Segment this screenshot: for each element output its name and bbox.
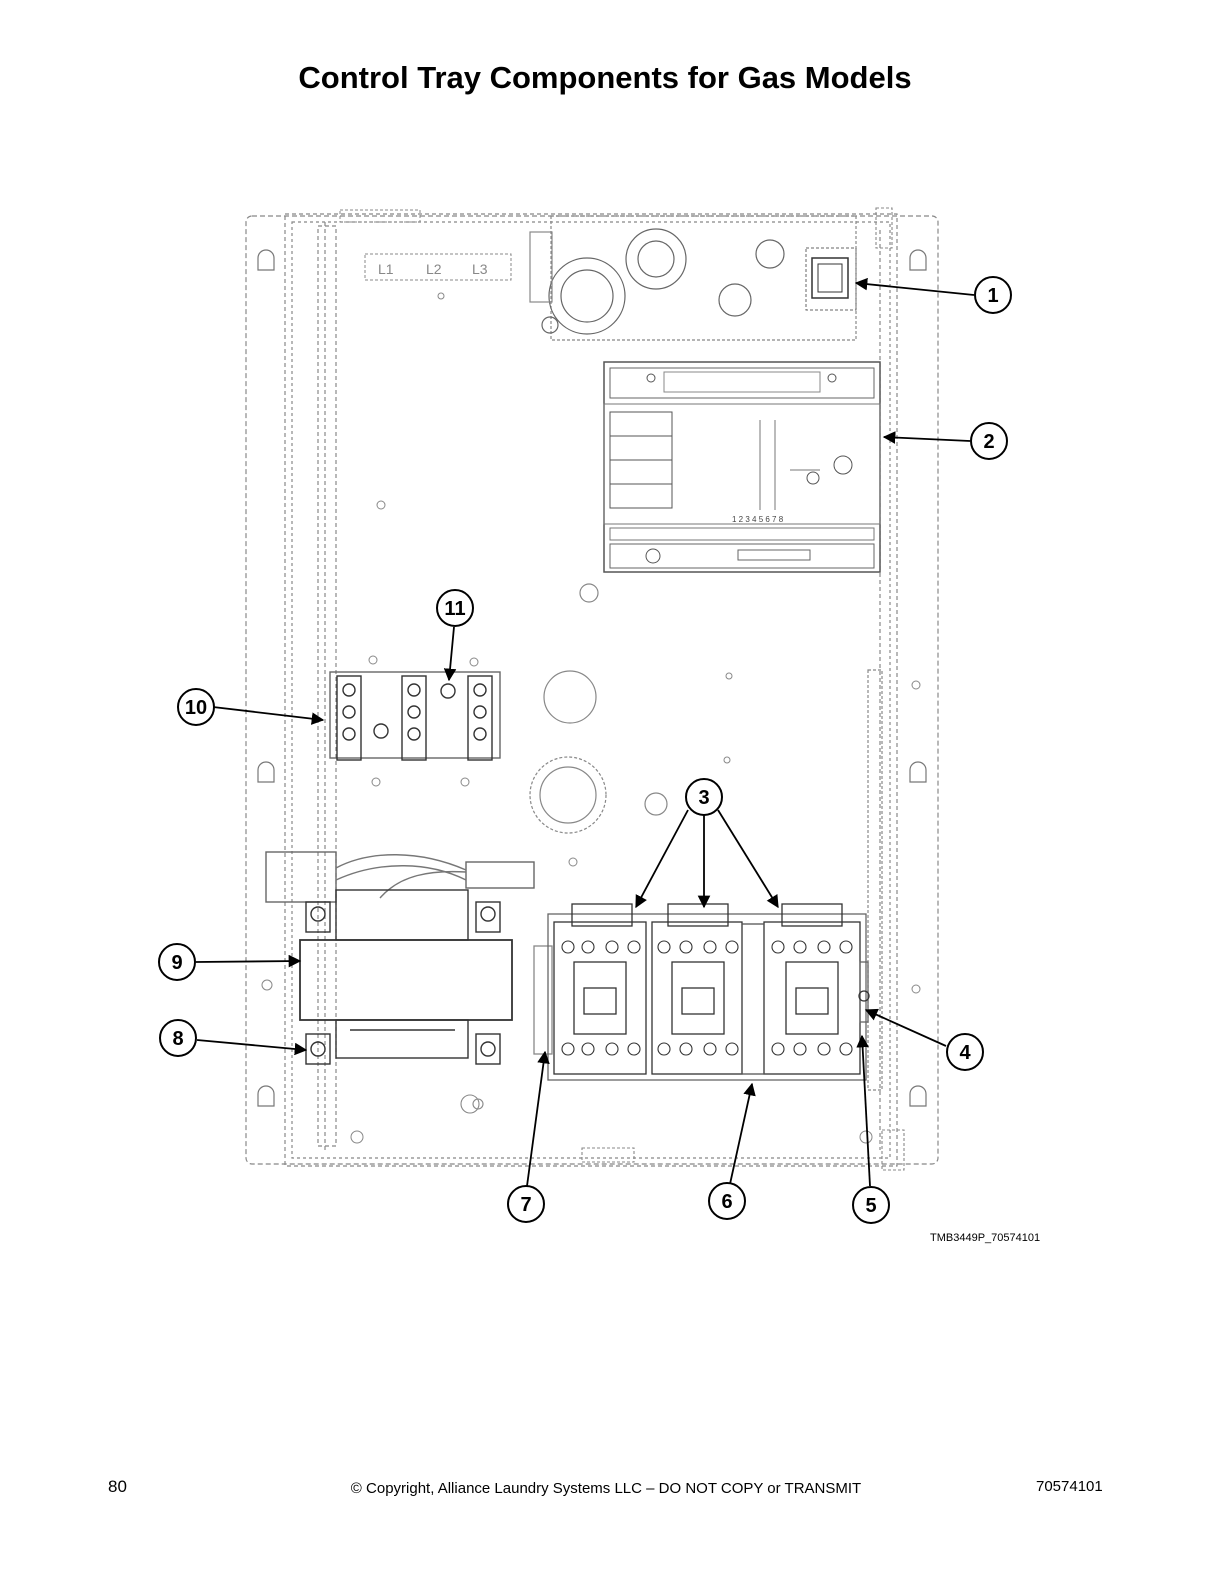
callout-10: 10 bbox=[177, 688, 215, 726]
callout-label: 1 bbox=[987, 285, 998, 307]
callout-7: 7 bbox=[507, 1185, 545, 1223]
callout-6: 6 bbox=[708, 1182, 746, 1220]
callout-label: 6 bbox=[721, 1191, 732, 1213]
ground-lugs bbox=[460, 207, 905, 1171]
screw-holes bbox=[261, 292, 921, 1144]
callout-1: 1 bbox=[974, 276, 1012, 314]
callout-3: 3 bbox=[685, 778, 723, 816]
top-component-cluster bbox=[529, 215, 857, 341]
callout-2: 2 bbox=[970, 422, 1008, 460]
terminal-label-l2: L2 bbox=[426, 261, 442, 277]
terminal-label-l3: L3 bbox=[472, 261, 488, 277]
callout-9: 9 bbox=[158, 943, 196, 981]
main-terminal-strip: L1 L2 L3 bbox=[339, 209, 512, 281]
callout-label: 7 bbox=[520, 1194, 531, 1216]
callout-label: 3 bbox=[698, 787, 709, 809]
transformer bbox=[265, 851, 535, 1065]
grommets bbox=[529, 583, 668, 834]
keyhole-slots bbox=[257, 249, 927, 1107]
callout-leaders bbox=[195, 277, 975, 1187]
callout-label: 10 bbox=[185, 697, 207, 719]
callout-label: 4 bbox=[959, 1042, 971, 1064]
document-number: 70574101 bbox=[1036, 1478, 1103, 1495]
callout-4: 4 bbox=[946, 1033, 984, 1071]
page-number: 80 bbox=[108, 1477, 127, 1496]
ignition-control-module: 1 2 3 4 5 6 7 8 bbox=[603, 361, 881, 573]
push-button bbox=[805, 247, 857, 311]
page-title: Control Tray Components for Gas Models bbox=[298, 60, 912, 95]
callout-label: 9 bbox=[171, 952, 182, 974]
copyright-notice: © Copyright, Alliance Laundry Systems LL… bbox=[350, 1480, 862, 1497]
callout-8: 8 bbox=[159, 1019, 197, 1057]
callout-label: 2 bbox=[983, 431, 994, 453]
callout-11: 11 bbox=[436, 589, 474, 627]
fuse-terminal-block bbox=[329, 671, 501, 761]
contactors bbox=[533, 903, 870, 1081]
callout-5: 5 bbox=[852, 1186, 890, 1224]
callout-label: 8 bbox=[172, 1028, 183, 1050]
terminal-label-l1: L1 bbox=[378, 261, 394, 277]
callout-label: 5 bbox=[865, 1195, 876, 1217]
svg-text:1 2 3 4 5 6 7 8: 1 2 3 4 5 6 7 8 bbox=[732, 515, 784, 524]
callout-label: 11 bbox=[444, 598, 465, 620]
tray-outline bbox=[245, 213, 939, 1167]
figure-id: TMB3449P_70574101 bbox=[930, 1232, 1041, 1244]
